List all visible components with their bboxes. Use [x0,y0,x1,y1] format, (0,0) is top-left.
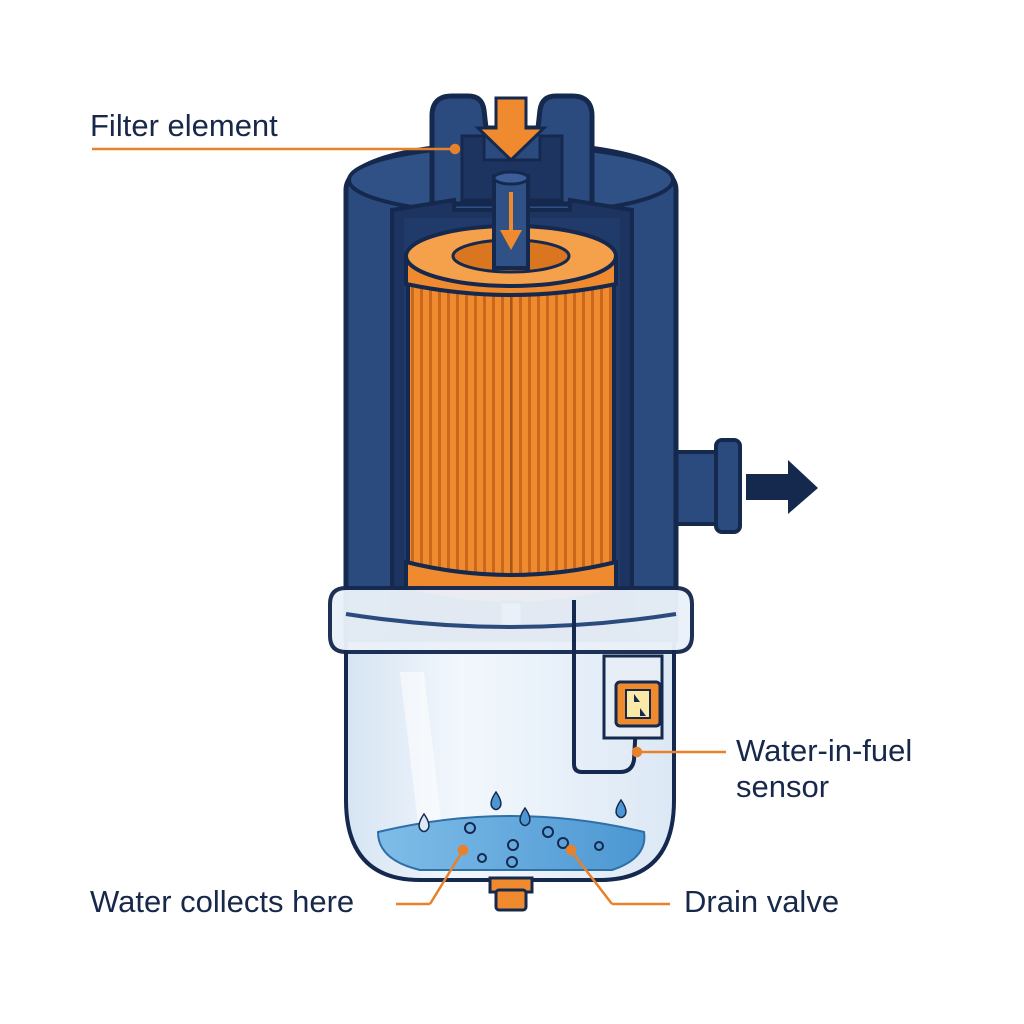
sensor-wire [572,600,638,774]
leader-lines [92,143,726,906]
water-drop-icon [418,790,627,833]
filter-element-label: Filter element [90,108,278,143]
sensor-label-line1: Water-in-fuel [736,733,913,768]
sensor-box-icon [602,654,664,740]
drain-valve [488,876,534,912]
down-arrow-icon [474,96,548,163]
sensor-label-line2: sensor [736,769,830,804]
water-in-fuel-sensor-label: Water-in-fuel sensor [736,733,912,805]
water-collects-label: Water collects here [90,884,355,919]
down-arrow-icon [500,192,522,250]
water-bubbles [464,822,604,868]
drain-valve-label: Drain valve [684,884,840,919]
right-arrow-icon [746,460,818,514]
water-pool [376,815,646,871]
